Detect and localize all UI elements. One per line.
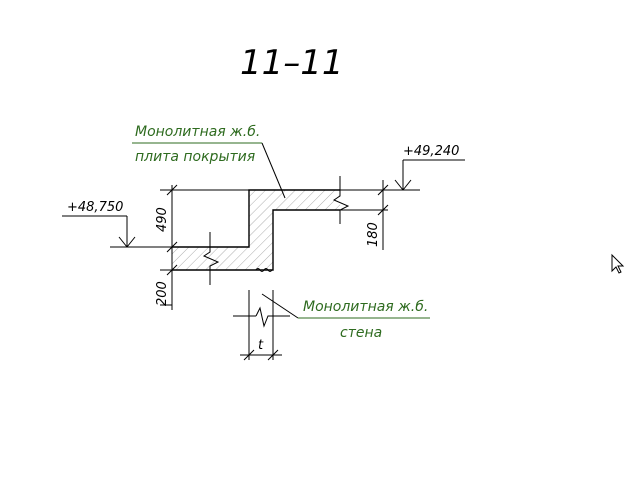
dim-200-label: 200 — [155, 281, 170, 306]
elevation-top-label: +49,240 — [403, 144, 459, 159]
dim-t-label: t — [258, 338, 264, 353]
dimension-490: 490 — [155, 184, 178, 310]
slab-label-line2: плита покрытия — [135, 149, 255, 165]
wall-leader: Монолитная ж.б. стена — [261, 293, 430, 341]
left-extension-lines — [110, 189, 249, 306]
dim-490-label: 490 — [155, 207, 170, 232]
slab-label-line1: Монолитная ж.б. — [135, 124, 260, 140]
slab-leader: Монолитная ж.б. плита покрытия — [132, 124, 286, 199]
elevation-mark-bottom: +48,750 — [62, 200, 136, 248]
dimension-180: 180 — [366, 180, 389, 250]
slab-profile — [172, 176, 420, 285]
section-title: 11–11 — [240, 43, 344, 83]
elevation-bottom-label: +48,750 — [67, 200, 123, 215]
wall-profile: t — [233, 290, 290, 361]
wall-label-line1: Монолитная ж.б. — [303, 299, 428, 315]
dimension-200: 200 — [155, 264, 178, 306]
wall-label-line2: стена — [340, 325, 382, 341]
mouse-pointer-icon — [611, 253, 625, 274]
dim-180-label: 180 — [366, 222, 381, 247]
elevation-mark-top: +49,240 — [394, 144, 465, 191]
